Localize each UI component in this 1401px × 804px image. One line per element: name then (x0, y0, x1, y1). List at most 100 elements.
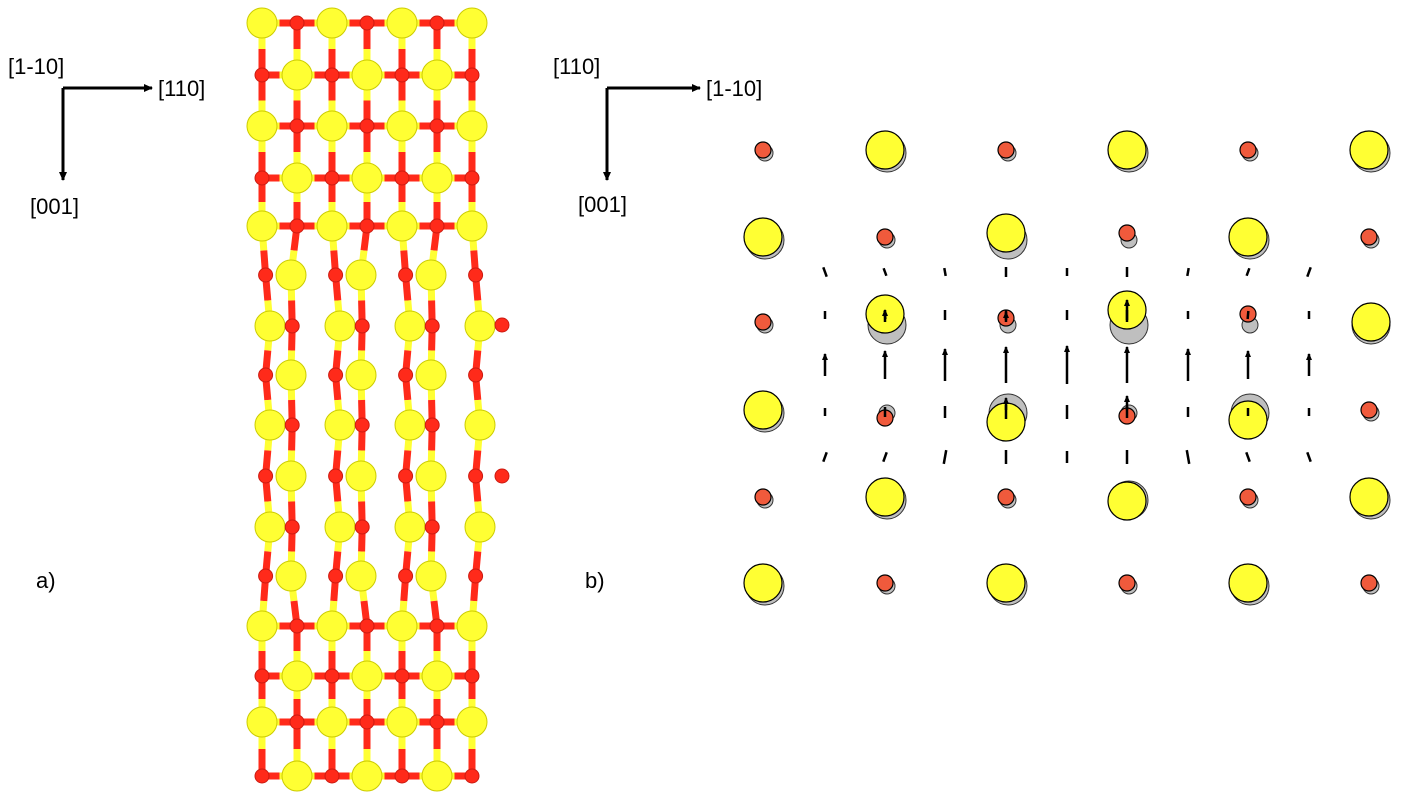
anion-atom (464, 67, 480, 83)
cation-atom (351, 760, 383, 792)
anion-atom (424, 519, 440, 535)
atoms-layer (246, 7, 510, 792)
panel-a-label: a) (36, 568, 56, 593)
cation-atom (464, 409, 496, 441)
anion-atom (394, 67, 410, 83)
cation-atom (456, 610, 488, 642)
panel-b-label: b) (585, 568, 605, 593)
anion-atom (468, 367, 484, 383)
cation-atom (421, 59, 453, 91)
displacement-arrow (822, 451, 828, 463)
anion-atom (394, 170, 410, 186)
anion-atom (359, 218, 375, 234)
panel-a-structure (246, 7, 510, 792)
anion-atom (284, 318, 300, 334)
anion-atom (754, 488, 772, 506)
cation-atom (421, 660, 453, 692)
cation-atom (865, 130, 905, 170)
panel-b-axes: [110] [1-10] [001] (553, 54, 762, 217)
anion-atom (424, 318, 440, 334)
anion-atom (398, 468, 414, 484)
anion-atom (254, 67, 270, 83)
anion-atom (398, 568, 414, 584)
anion-atom (254, 768, 270, 784)
anion-atom (258, 367, 274, 383)
panel-a-axes: [1-10] [110] [001] (8, 54, 205, 219)
cation-atom (351, 59, 383, 91)
cation-atom (1228, 563, 1268, 603)
displacement-arrow (943, 267, 947, 277)
anion-atom (429, 118, 445, 134)
anion-atom (258, 468, 274, 484)
displacement-arrow (822, 266, 828, 278)
anion-atom (468, 267, 484, 283)
cation-atom (456, 706, 488, 738)
anion-atom (876, 228, 894, 246)
anion-atom (398, 367, 414, 383)
cation-atom (415, 259, 447, 291)
cation-atom (1107, 130, 1147, 170)
anion-atom (429, 15, 445, 31)
cation-atom (246, 210, 278, 242)
anion-atom (468, 568, 484, 584)
cation-atom (456, 210, 488, 242)
cation-atom (254, 409, 286, 441)
cation-atom (324, 409, 356, 441)
anion-atom (254, 170, 270, 186)
cation-atom (394, 409, 426, 441)
cation-atom (394, 511, 426, 543)
cation-atom (281, 59, 313, 91)
cation-atom (275, 259, 307, 291)
cation-atom (1349, 477, 1389, 517)
anion-atom (328, 468, 344, 484)
cation-atom (316, 706, 348, 738)
cation-atom (386, 210, 418, 242)
cation-atom (986, 213, 1026, 253)
cation-atom (316, 610, 348, 642)
anion-atom (359, 15, 375, 31)
anion-atom (324, 768, 340, 784)
displacement-arrow (1306, 451, 1312, 463)
displacement-arrow (1246, 310, 1250, 320)
anion-atom (258, 568, 274, 584)
cation-atom (415, 560, 447, 592)
displacement-arrows (822, 266, 1312, 465)
axis-b-down-label: [001] (578, 192, 627, 217)
anion-atom (997, 488, 1015, 506)
cation-atom (1228, 400, 1268, 440)
cation-atom (316, 210, 348, 242)
anion-atom (359, 618, 375, 634)
cation-atom (986, 563, 1026, 603)
anion-atom (468, 468, 484, 484)
panel-b-displacement-map (743, 130, 1391, 606)
axis-b-origin-label: [110] (553, 54, 600, 79)
anion-atom (289, 218, 305, 234)
displacement-arrow (1185, 449, 1191, 465)
anion-atom (289, 15, 305, 31)
cation-atom (415, 359, 447, 391)
anion-atom (429, 218, 445, 234)
anion-atom (1118, 574, 1136, 592)
cation-atom (275, 560, 307, 592)
axis-b-right-label: [1-10] (706, 76, 762, 101)
cation-atom (345, 359, 377, 391)
anion-atom (464, 668, 480, 684)
anion-atom (754, 313, 772, 331)
anion-atom (354, 417, 370, 433)
anion-atom (354, 519, 370, 535)
cation-atom (316, 110, 348, 142)
cation-atom (386, 706, 418, 738)
cation-atom (464, 310, 496, 342)
anion-atom (494, 317, 510, 333)
anion-atom (398, 267, 414, 283)
anion-atom (754, 141, 772, 159)
cation-atom (275, 359, 307, 391)
anion-atom (328, 367, 344, 383)
anion-atom (429, 618, 445, 634)
cation-atom (351, 162, 383, 194)
cation-atom (345, 259, 377, 291)
anion-atom (424, 417, 440, 433)
anion-atom (1360, 574, 1378, 592)
anion-atom (494, 468, 510, 484)
